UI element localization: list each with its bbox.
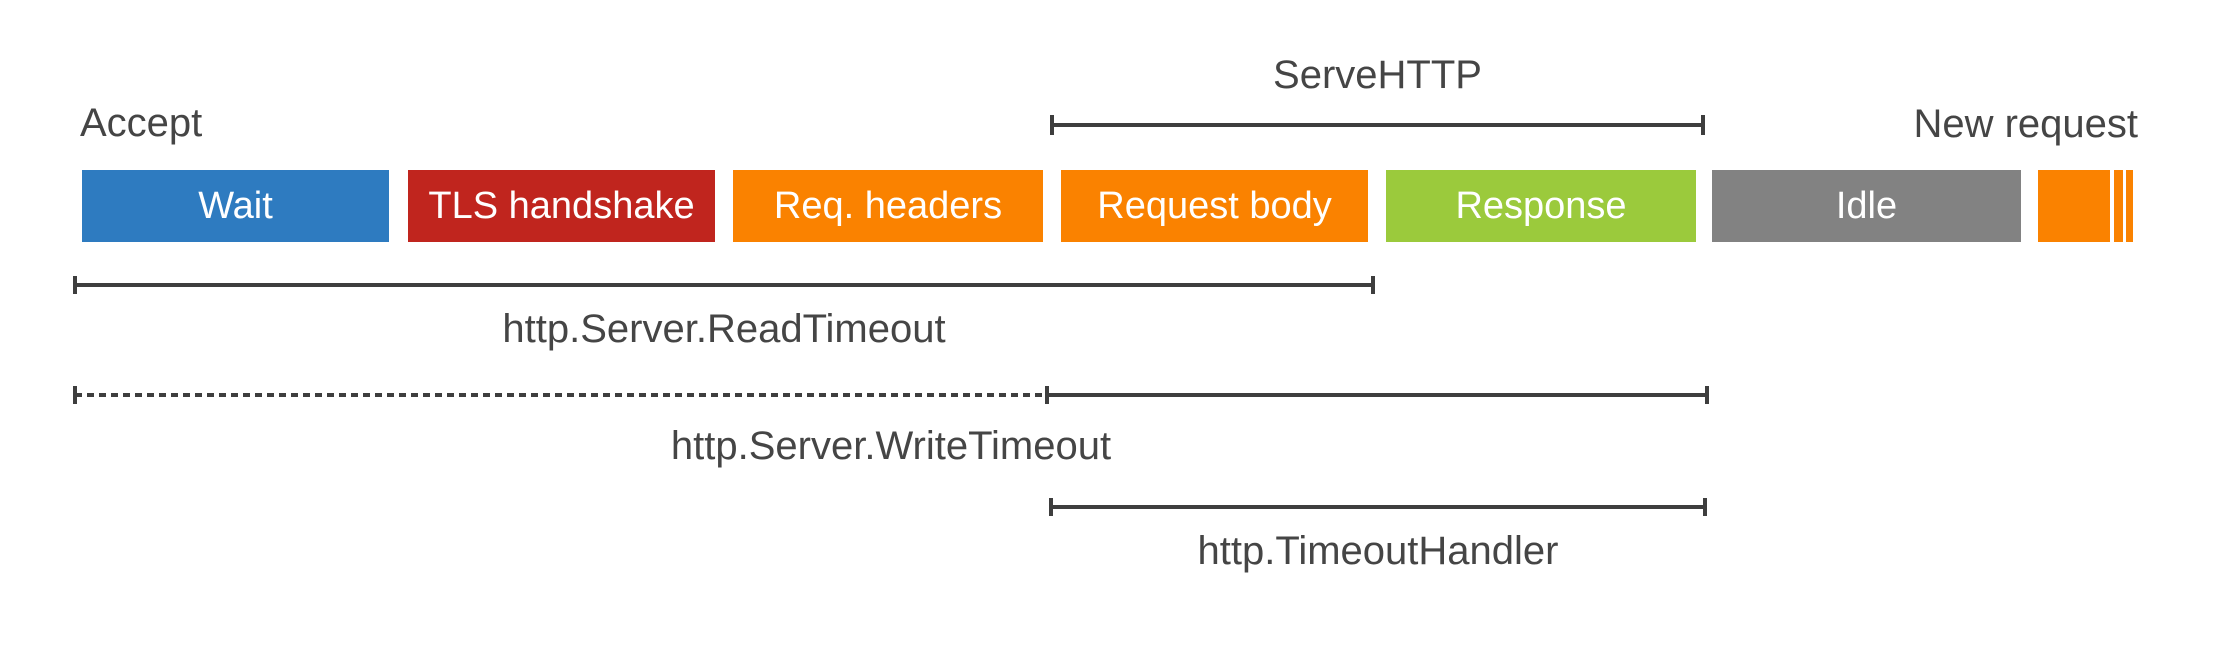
- bar-idle-label: Idle: [1835, 184, 1898, 227]
- bar-tls-handshake: TLS handshake: [408, 170, 715, 242]
- bar-idle: Idle: [1712, 170, 2021, 242]
- accept-label: Accept: [80, 101, 203, 145]
- bar-tls-handshake-label: TLS handshake: [428, 184, 695, 227]
- next-request-stub-block: [2038, 170, 2110, 242]
- servehttp-label: ServeHTTP: [1273, 53, 1482, 97]
- bar-response: Response: [1386, 170, 1696, 242]
- servehttp-span-tick-left: [1050, 115, 1054, 135]
- write-timeout-span-line-solid: [1047, 393, 1707, 397]
- bar-response-label: Response: [1455, 184, 1627, 227]
- bar-request-headers: Req. headers: [733, 170, 1043, 242]
- timeout-handler-span-line: [1051, 505, 1705, 509]
- bar-wait-label: Wait: [198, 184, 273, 227]
- read-timeout-tick-right: [1371, 276, 1375, 294]
- bar-request-body-label: Request body: [1097, 184, 1332, 227]
- read-timeout-span-line: [75, 283, 1373, 287]
- write-timeout-tick-middle: [1045, 386, 1049, 404]
- next-request-stub-stripe-2: [2126, 170, 2133, 242]
- bar-request-headers-label: Req. headers: [773, 184, 1003, 227]
- write-timeout-tick-right: [1705, 386, 1709, 404]
- write-timeout-tick-left: [73, 386, 77, 404]
- next-request-stub-stripe-1: [2114, 170, 2123, 242]
- bar-next-request-stub: [2038, 170, 2133, 242]
- bar-wait: Wait: [82, 170, 389, 242]
- read-timeout-label: http.Server.ReadTimeout: [502, 307, 946, 351]
- timeout-handler-tick-right: [1703, 498, 1707, 516]
- bar-request-body: Request body: [1061, 170, 1368, 242]
- servehttp-span-line: [1052, 123, 1703, 127]
- new-request-label: New request: [1913, 102, 2138, 146]
- write-timeout-span-line-dotted: [75, 393, 1047, 397]
- timeout-handler-label: http.TimeoutHandler: [1197, 529, 1559, 573]
- timeout-handler-tick-left: [1049, 498, 1053, 516]
- read-timeout-tick-left: [73, 276, 77, 294]
- write-timeout-label: http.Server.WriteTimeout: [670, 424, 1112, 468]
- servehttp-span-tick-right: [1701, 115, 1705, 135]
